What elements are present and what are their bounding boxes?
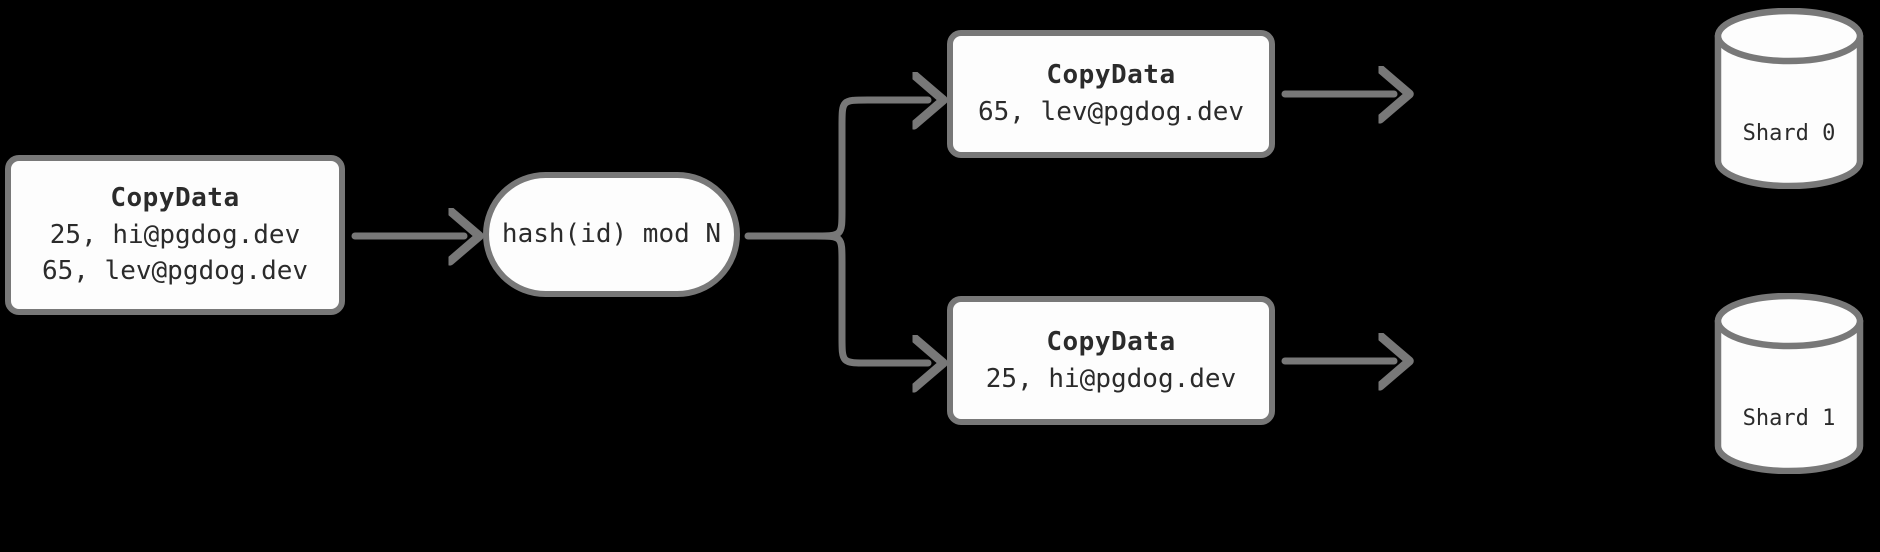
edge-router-to-dest1 [811, 232, 928, 363]
hash-router[interactable]: hash(id) mod N [483, 172, 740, 297]
source-line-0: CopyData [110, 182, 240, 213]
dest0-line-1: 65, lev@pgdog.dev [977, 97, 1245, 127]
cylinder-icon [1714, 8, 1864, 189]
hash-router-label: hash(id) mod N [501, 219, 722, 250]
cylinder-icon [1714, 293, 1864, 474]
dest1-line-1: 25, hi@pgdog.dev [985, 363, 1237, 394]
shard-1-label: Shard 1 [1742, 406, 1836, 431]
source-line-2: 65, lev@pgdog.dev [41, 256, 309, 287]
source-line-1: 25, hi@pgdog.dev [49, 219, 301, 250]
dest1-line-0: CopyData [1046, 326, 1176, 357]
dest-copydata-box-0[interactable]: CopyData 65, lev@pgdog.dev [947, 30, 1275, 158]
shard-0-label: Shard 0 [1742, 121, 1836, 146]
shard-0-cylinder[interactable]: Shard 0 [1713, 8, 1865, 189]
source-copydata-box[interactable]: CopyData 25, hi@pgdog.dev 65, lev@pgdog.… [5, 155, 345, 315]
dest-copydata-box-1[interactable]: CopyData 25, hi@pgdog.dev [947, 296, 1275, 425]
shard-1-cylinder[interactable]: Shard 1 [1713, 293, 1865, 474]
dest0-line-0: CopyData [1046, 60, 1176, 91]
edge-router-to-dest0 [811, 100, 928, 240]
